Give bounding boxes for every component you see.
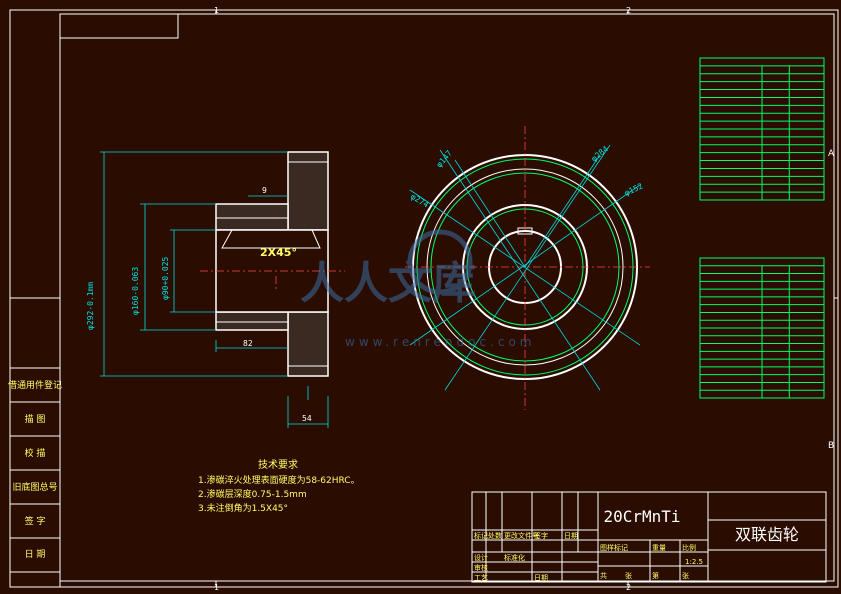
svg-text:人人文库: 人人文库 bbox=[300, 258, 476, 309]
dim-len-82: 82 bbox=[243, 339, 253, 348]
strip-label-6: 日 期 bbox=[25, 549, 46, 560]
title-block-label: 标准化 bbox=[504, 553, 525, 562]
title-block-label: 比例 bbox=[682, 543, 696, 552]
left-strip bbox=[9, 367, 61, 588]
tech-req-item-1: 1.渗碳淬火处理表面硬度为58-62HRC。 bbox=[198, 474, 360, 486]
grid-label-col2: 2 bbox=[626, 6, 631, 15]
tech-req-title: 技术要求 bbox=[258, 458, 298, 471]
part-name: 双联齿轮 bbox=[735, 525, 799, 544]
dim-d274: φ274 bbox=[409, 192, 430, 210]
title-block-label: 张 bbox=[625, 571, 632, 580]
strip-label-2: 描 图 bbox=[25, 413, 46, 425]
param-table-2 bbox=[699, 257, 825, 399]
scale-value: 1:2.5 bbox=[685, 558, 703, 566]
title-block-label: 日期 bbox=[534, 574, 548, 582]
title-block bbox=[471, 491, 827, 583]
title-block-label: 第 bbox=[652, 571, 659, 580]
strip-label-3: 校 描 bbox=[25, 447, 46, 459]
title-block-label: 处数 bbox=[488, 531, 502, 540]
grid-label-col2-bottom: 2 bbox=[626, 583, 631, 592]
title-block-label: 张 bbox=[682, 571, 689, 580]
dim-chamfer: 2X45° bbox=[260, 246, 297, 259]
material-label: 20CrMnTi bbox=[603, 507, 680, 526]
grid-label-row-b: B bbox=[828, 441, 834, 451]
watermark: 人人文库 bbox=[300, 229, 476, 309]
title-block-labels: 标记处数更改文件号签字日期设计标准化审核工艺日期图样标记重量比例共张第张 bbox=[474, 531, 696, 582]
strip-label-5: 签 字 bbox=[25, 515, 46, 527]
title-block-label: 日期 bbox=[564, 532, 578, 540]
title-block-label: 标记 bbox=[474, 531, 488, 540]
strip-label-1: 借通用件登记 bbox=[8, 379, 62, 391]
title-block-label: 审核 bbox=[474, 563, 488, 572]
title-block-label: 签字 bbox=[534, 531, 548, 540]
title-block-label: 重量 bbox=[652, 544, 666, 552]
dim-len-9: 9 bbox=[262, 186, 267, 195]
end-view bbox=[405, 126, 650, 410]
title-block-label: 更改文件号 bbox=[504, 531, 539, 540]
grid-label-col1: 1 bbox=[214, 6, 219, 15]
dim-d90: φ90+0.025 bbox=[161, 256, 170, 300]
grid-label-col1-bottom: 1 bbox=[214, 583, 219, 592]
strip-label-4: 旧底图总号 bbox=[12, 481, 57, 493]
tech-req-item-3: 3.未注倒角为1.5X45° bbox=[198, 502, 288, 514]
title-block-label: 共 bbox=[600, 571, 607, 580]
tech-req-item-2: 2.渗碳层深度0.75-1.5mm bbox=[198, 488, 307, 500]
dim-len-54: 54 bbox=[302, 414, 312, 423]
title-block-label: 设计 bbox=[474, 553, 488, 562]
grid-label-row-a: A bbox=[828, 149, 835, 159]
dim-d152: φ152 bbox=[623, 181, 644, 197]
watermark-site: www.renrendoc.com bbox=[345, 335, 535, 349]
dim-d292: φ292-0.1mm bbox=[86, 282, 95, 330]
code-box bbox=[59, 13, 179, 39]
title-block-label: 工艺 bbox=[474, 574, 488, 582]
dim-d160: φ160-0.063 bbox=[131, 267, 140, 315]
section-view bbox=[100, 151, 345, 428]
title-block-label: 图样标记 bbox=[600, 543, 628, 552]
param-table-1 bbox=[699, 57, 825, 201]
